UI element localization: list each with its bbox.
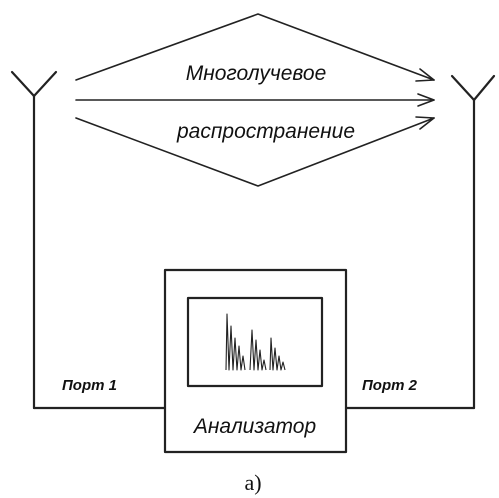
receive-antenna-icon [450, 74, 496, 410]
propagation-label-line1: Многолучевое [186, 62, 327, 85]
impulse-response-trace [225, 313, 286, 371]
analyzer-screen [186, 296, 324, 388]
port1-label: Порт 1 [62, 377, 117, 394]
figure-caption: а) [244, 470, 261, 495]
lower-ray-arrowhead [415, 116, 435, 130]
propagation-label-line2: распространение [176, 120, 355, 143]
transmit-antenna-icon [10, 70, 58, 410]
analyzer-body [163, 268, 348, 454]
port2-label: Порт 2 [362, 377, 418, 394]
upper-ray-arrowhead [415, 68, 435, 82]
analyzer-label: Анализатор [192, 415, 316, 438]
upper-ray [75, 13, 435, 81]
analyzer: Анализатор [163, 268, 348, 454]
lower-ray [75, 117, 435, 187]
multipath-rays [75, 13, 435, 187]
direct-ray-arrowhead [417, 93, 435, 107]
